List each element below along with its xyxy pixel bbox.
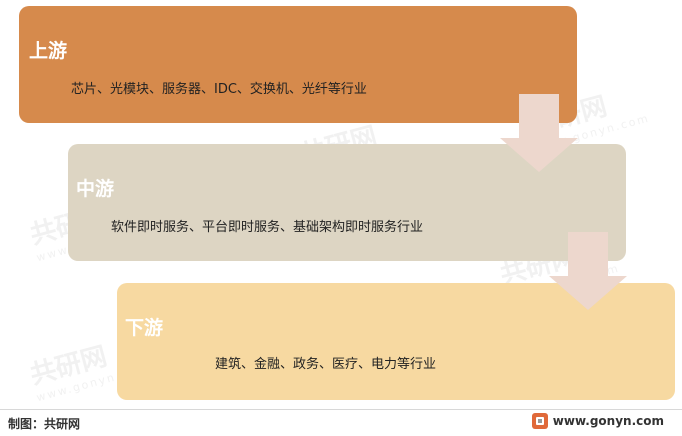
down-arrow-icon bbox=[549, 232, 627, 310]
footer-divider bbox=[0, 409, 682, 410]
footer-source: 制图：共研网 bbox=[8, 417, 81, 431]
midstream-title: 中游 bbox=[76, 178, 115, 200]
downstream-title: 下游 bbox=[125, 317, 164, 339]
gonyn-logo-icon bbox=[531, 413, 548, 429]
watermark-text: 共研网 bbox=[27, 341, 111, 391]
upstream-description: 芯片、光模块、服务器、IDC、交换机、光纤等行业 bbox=[71, 82, 367, 97]
downstream-description: 建筑、金融、政务、医疗、电力等行业 bbox=[215, 357, 437, 372]
down-arrow-icon bbox=[500, 94, 578, 172]
upstream-title: 上游 bbox=[29, 40, 68, 62]
midstream-description: 软件即时服务、平台即时服务、基础架构即时服务行业 bbox=[111, 220, 424, 235]
footer-website: www.gonyn.com bbox=[552, 414, 664, 428]
footer-website-link[interactable]: www.gonyn.com bbox=[531, 413, 664, 429]
upstream-box: 上游 芯片、光模块、服务器、IDC、交换机、光纤等行业 bbox=[19, 6, 577, 123]
